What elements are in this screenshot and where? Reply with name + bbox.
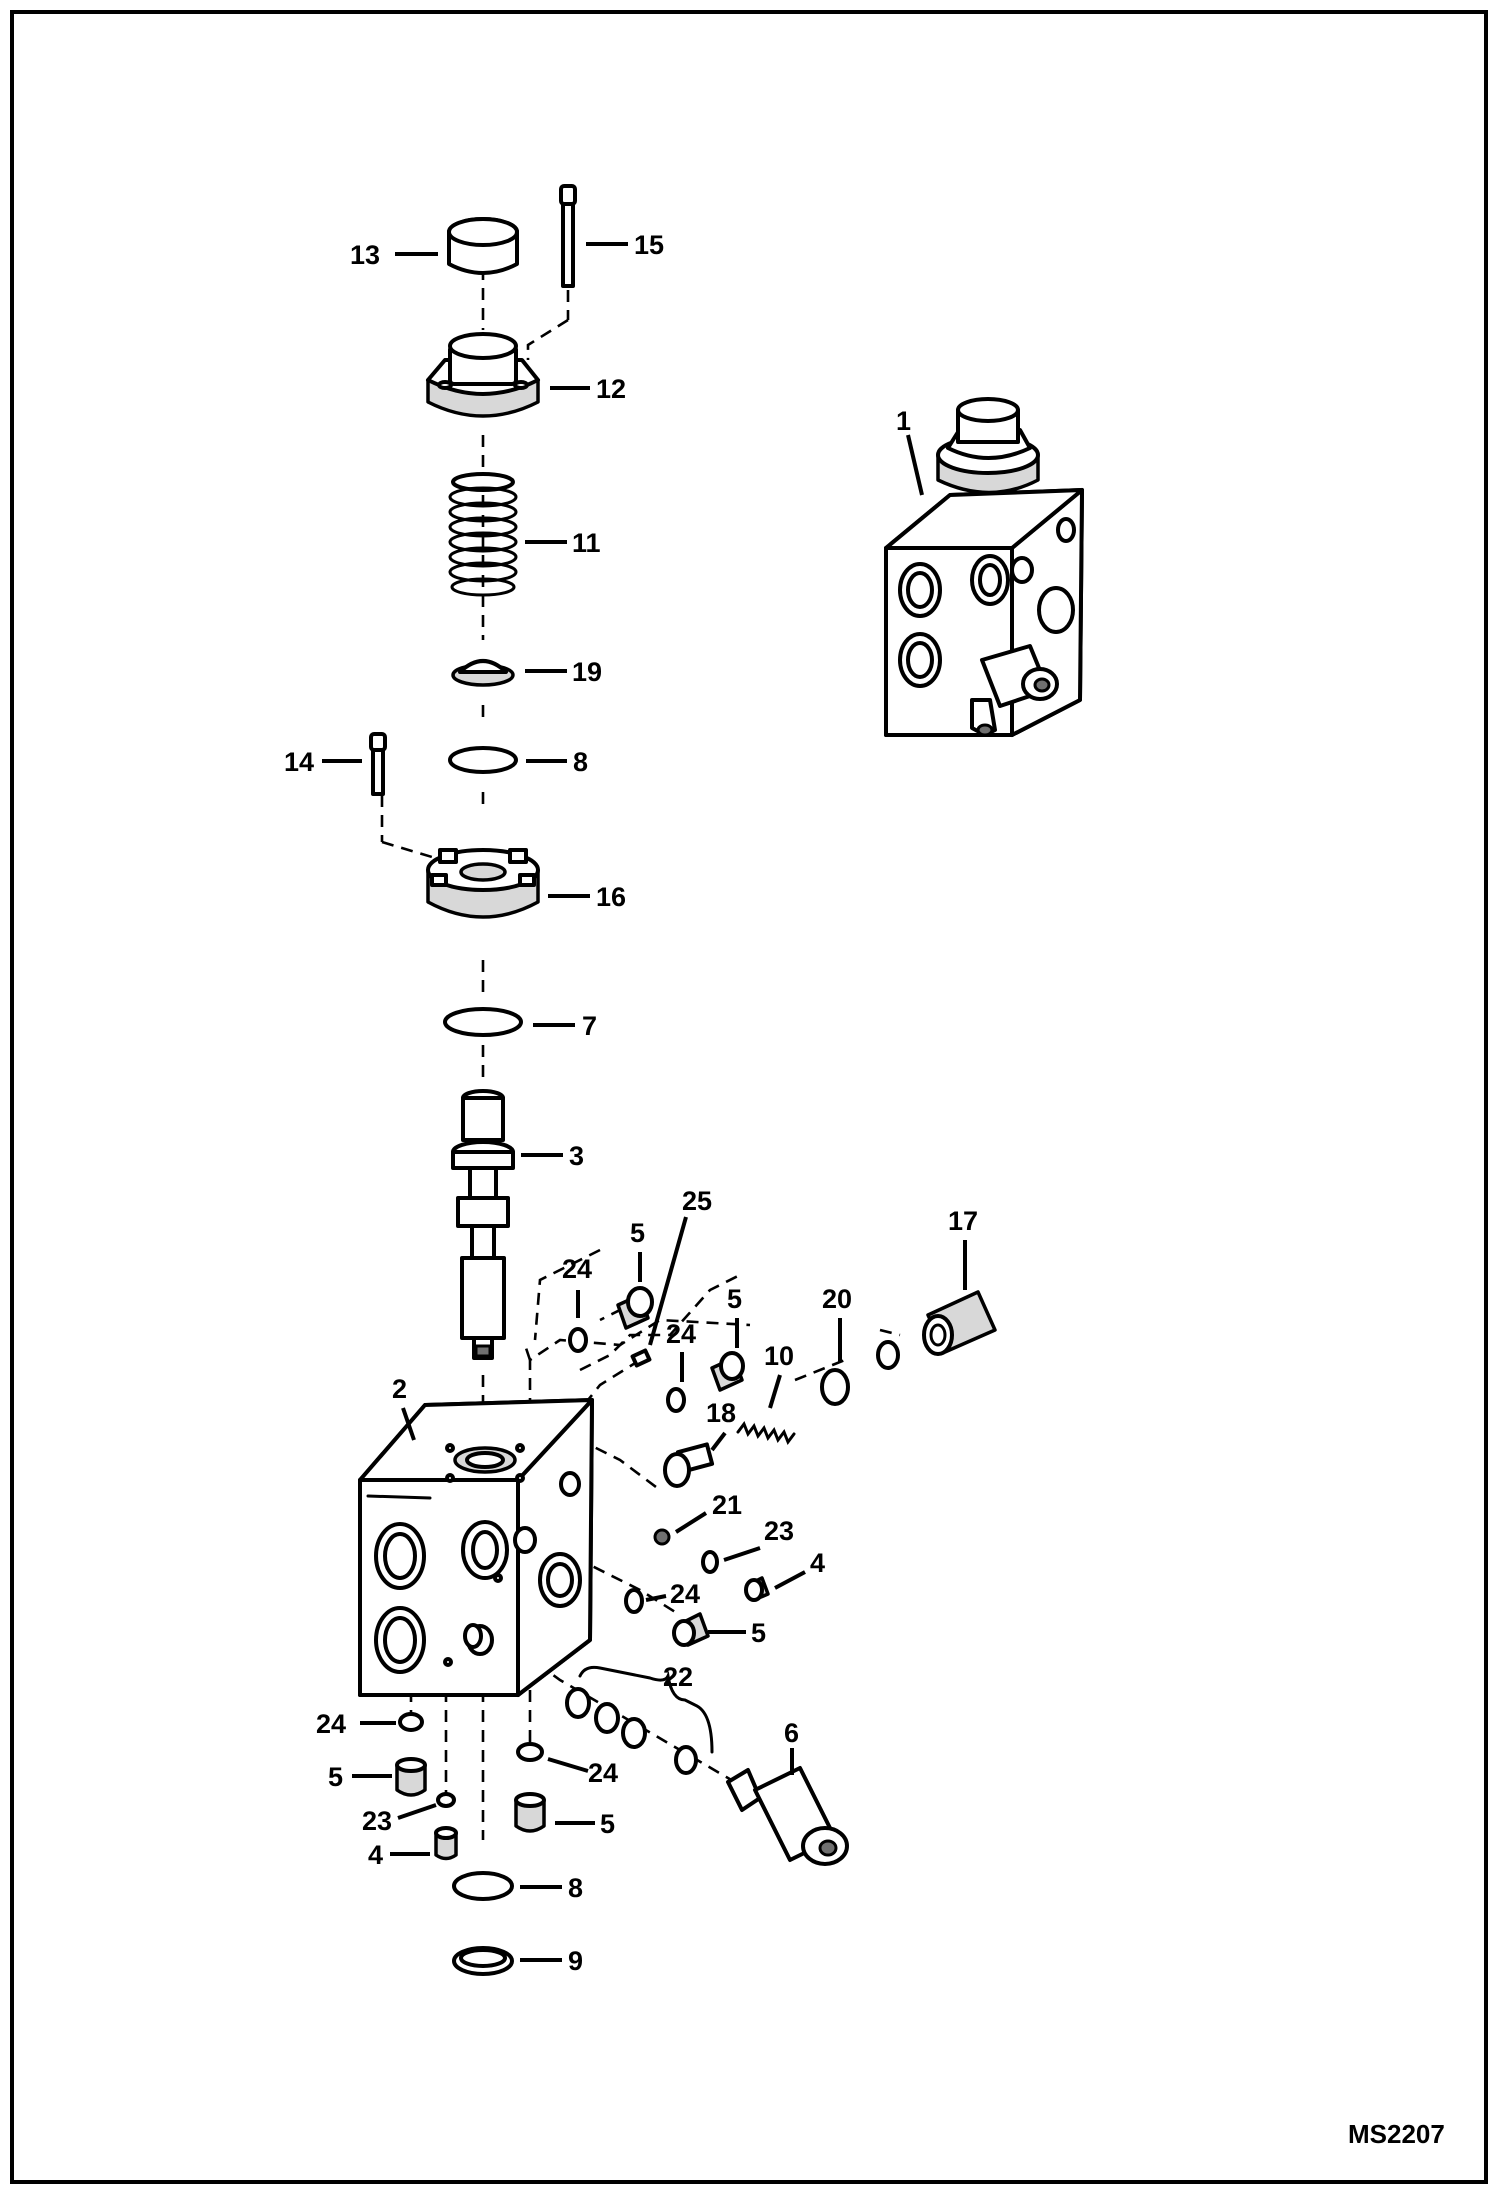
callout-24-a: 24 bbox=[562, 1254, 592, 1284]
o-ring-part-24-lower-right bbox=[516, 1742, 544, 1762]
plug-part-5-lower-left bbox=[395, 1757, 427, 1797]
plug-part-5-lower-right bbox=[514, 1792, 546, 1833]
seal-ring-22a bbox=[565, 1687, 591, 1719]
callout-2: 2 bbox=[392, 1374, 407, 1404]
callout-17: 17 bbox=[948, 1206, 978, 1236]
o-ring-part-24-mid bbox=[666, 1387, 686, 1413]
callout-15: 15 bbox=[634, 230, 664, 260]
seal-ring-22d bbox=[674, 1745, 698, 1775]
o-ring-part-23-right bbox=[701, 1550, 719, 1574]
callout-3: 3 bbox=[569, 1141, 584, 1171]
callout-24-e: 24 bbox=[588, 1758, 618, 1788]
callout-18: 18 bbox=[706, 1398, 736, 1428]
figure-code: MS2207 bbox=[1348, 2119, 1445, 2149]
o-ring-part-20 bbox=[820, 1368, 850, 1406]
o-ring-part-20-b bbox=[876, 1340, 900, 1370]
callout-6: 6 bbox=[784, 1718, 799, 1748]
callout-5-d: 5 bbox=[328, 1762, 343, 1792]
callout-labels: 13 15 12 11 19 8 14 16 7 3 2 24 5 25 24 … bbox=[284, 230, 1445, 2149]
retainer-part-16 bbox=[426, 848, 540, 919]
callout-4-b: 4 bbox=[368, 1840, 383, 1870]
cover-part-12 bbox=[426, 332, 540, 418]
o-ring-part-24-lower-left bbox=[398, 1712, 424, 1732]
bolt-part-15 bbox=[559, 184, 577, 288]
ball-part-21 bbox=[653, 1528, 671, 1546]
callout-5-e: 5 bbox=[600, 1809, 615, 1839]
callout-22: 22 bbox=[663, 1662, 693, 1692]
callout-5-c: 5 bbox=[751, 1618, 766, 1648]
callout-24-c: 24 bbox=[670, 1579, 700, 1609]
leader-lines bbox=[322, 242, 967, 1962]
callout-20: 20 bbox=[822, 1284, 852, 1314]
callout-1: 1 bbox=[896, 406, 911, 436]
callout-9: 9 bbox=[568, 1946, 583, 1976]
fitting-part-17 bbox=[922, 1290, 997, 1356]
o-ring-part-8 bbox=[448, 746, 518, 774]
callout-23-a: 23 bbox=[764, 1516, 794, 1546]
o-ring-part-23-lower bbox=[436, 1792, 456, 1808]
pin-part-25 bbox=[630, 1348, 652, 1368]
callout-8-lower: 8 bbox=[568, 1873, 583, 1903]
callout-8-upper: 8 bbox=[573, 747, 588, 777]
callout-25: 25 bbox=[682, 1186, 712, 1216]
callout-16: 16 bbox=[596, 882, 626, 912]
o-ring-part-7 bbox=[443, 1007, 523, 1037]
plug-part-5-mid bbox=[710, 1351, 745, 1392]
cap-part-13 bbox=[447, 217, 519, 275]
callout-14: 14 bbox=[284, 747, 314, 777]
o-ring-part-24-right bbox=[624, 1588, 644, 1614]
spool-part-3 bbox=[451, 1089, 515, 1360]
seat-part-19 bbox=[451, 659, 515, 687]
spring-part-11 bbox=[448, 472, 518, 597]
bracket-22 bbox=[578, 1665, 714, 1754]
plug-part-4-right bbox=[744, 1576, 770, 1602]
callout-19: 19 bbox=[572, 657, 602, 687]
o-ring-part-24-upper bbox=[568, 1327, 588, 1353]
diagram-border bbox=[10, 10, 1488, 2184]
callout-11: 11 bbox=[572, 528, 601, 558]
callout-12: 12 bbox=[596, 374, 626, 404]
seal-ring-22b bbox=[594, 1702, 620, 1734]
callout-5-b: 5 bbox=[727, 1284, 742, 1314]
assembled-valve-part-1 bbox=[884, 397, 1084, 737]
bolt-part-14 bbox=[369, 732, 387, 796]
callout-7: 7 bbox=[582, 1011, 597, 1041]
valve-body-part-2 bbox=[358, 1398, 594, 1697]
callout-5-a: 5 bbox=[630, 1218, 645, 1248]
callout-23-b: 23 bbox=[362, 1806, 392, 1836]
callout-24-d: 24 bbox=[316, 1709, 346, 1739]
cartridge-part-6 bbox=[726, 1766, 849, 1866]
piston-part-18 bbox=[663, 1442, 715, 1488]
callout-21: 21 bbox=[712, 1490, 742, 1520]
plug-part-5-right bbox=[672, 1612, 710, 1647]
spring-part-10 bbox=[736, 1420, 796, 1446]
callout-10: 10 bbox=[764, 1341, 794, 1371]
ring-part-9 bbox=[452, 1946, 514, 1976]
seal-ring-22c bbox=[621, 1717, 647, 1749]
callout-13: 13 bbox=[350, 240, 380, 270]
plug-part-5-upper bbox=[616, 1286, 654, 1330]
callout-4-a: 4 bbox=[810, 1548, 825, 1578]
plug-part-4-lower bbox=[434, 1826, 458, 1861]
callout-24-b: 24 bbox=[666, 1319, 696, 1349]
o-ring-part-8-lower bbox=[452, 1871, 514, 1901]
